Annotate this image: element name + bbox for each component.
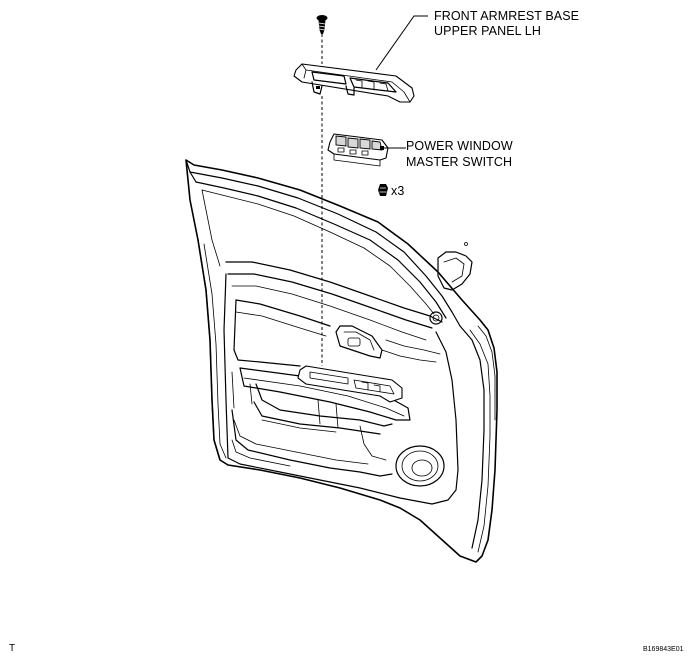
clip-icon bbox=[378, 184, 388, 196]
power-window-master-switch bbox=[327, 133, 389, 167]
door-trim-board bbox=[223, 261, 459, 505]
clip-quantity-label: x3 bbox=[391, 184, 404, 198]
front-door-lh bbox=[185, 159, 498, 563]
screw-icon bbox=[316, 15, 328, 34]
switch-label-line1: POWER WINDOW bbox=[406, 139, 513, 153]
orientation-mark: T bbox=[9, 643, 15, 654]
switch-label-line2: MASTER SWITCH bbox=[406, 155, 512, 169]
armrest-label-line2: UPPER PANEL LH bbox=[434, 24, 541, 38]
figure-id: B169843E01 bbox=[643, 646, 684, 653]
armrest-label-line1: FRONT ARMREST BASE bbox=[434, 9, 579, 23]
front-armrest-base-upper-panel-lh bbox=[293, 63, 415, 103]
armrest-callout-leader bbox=[375, 15, 428, 71]
